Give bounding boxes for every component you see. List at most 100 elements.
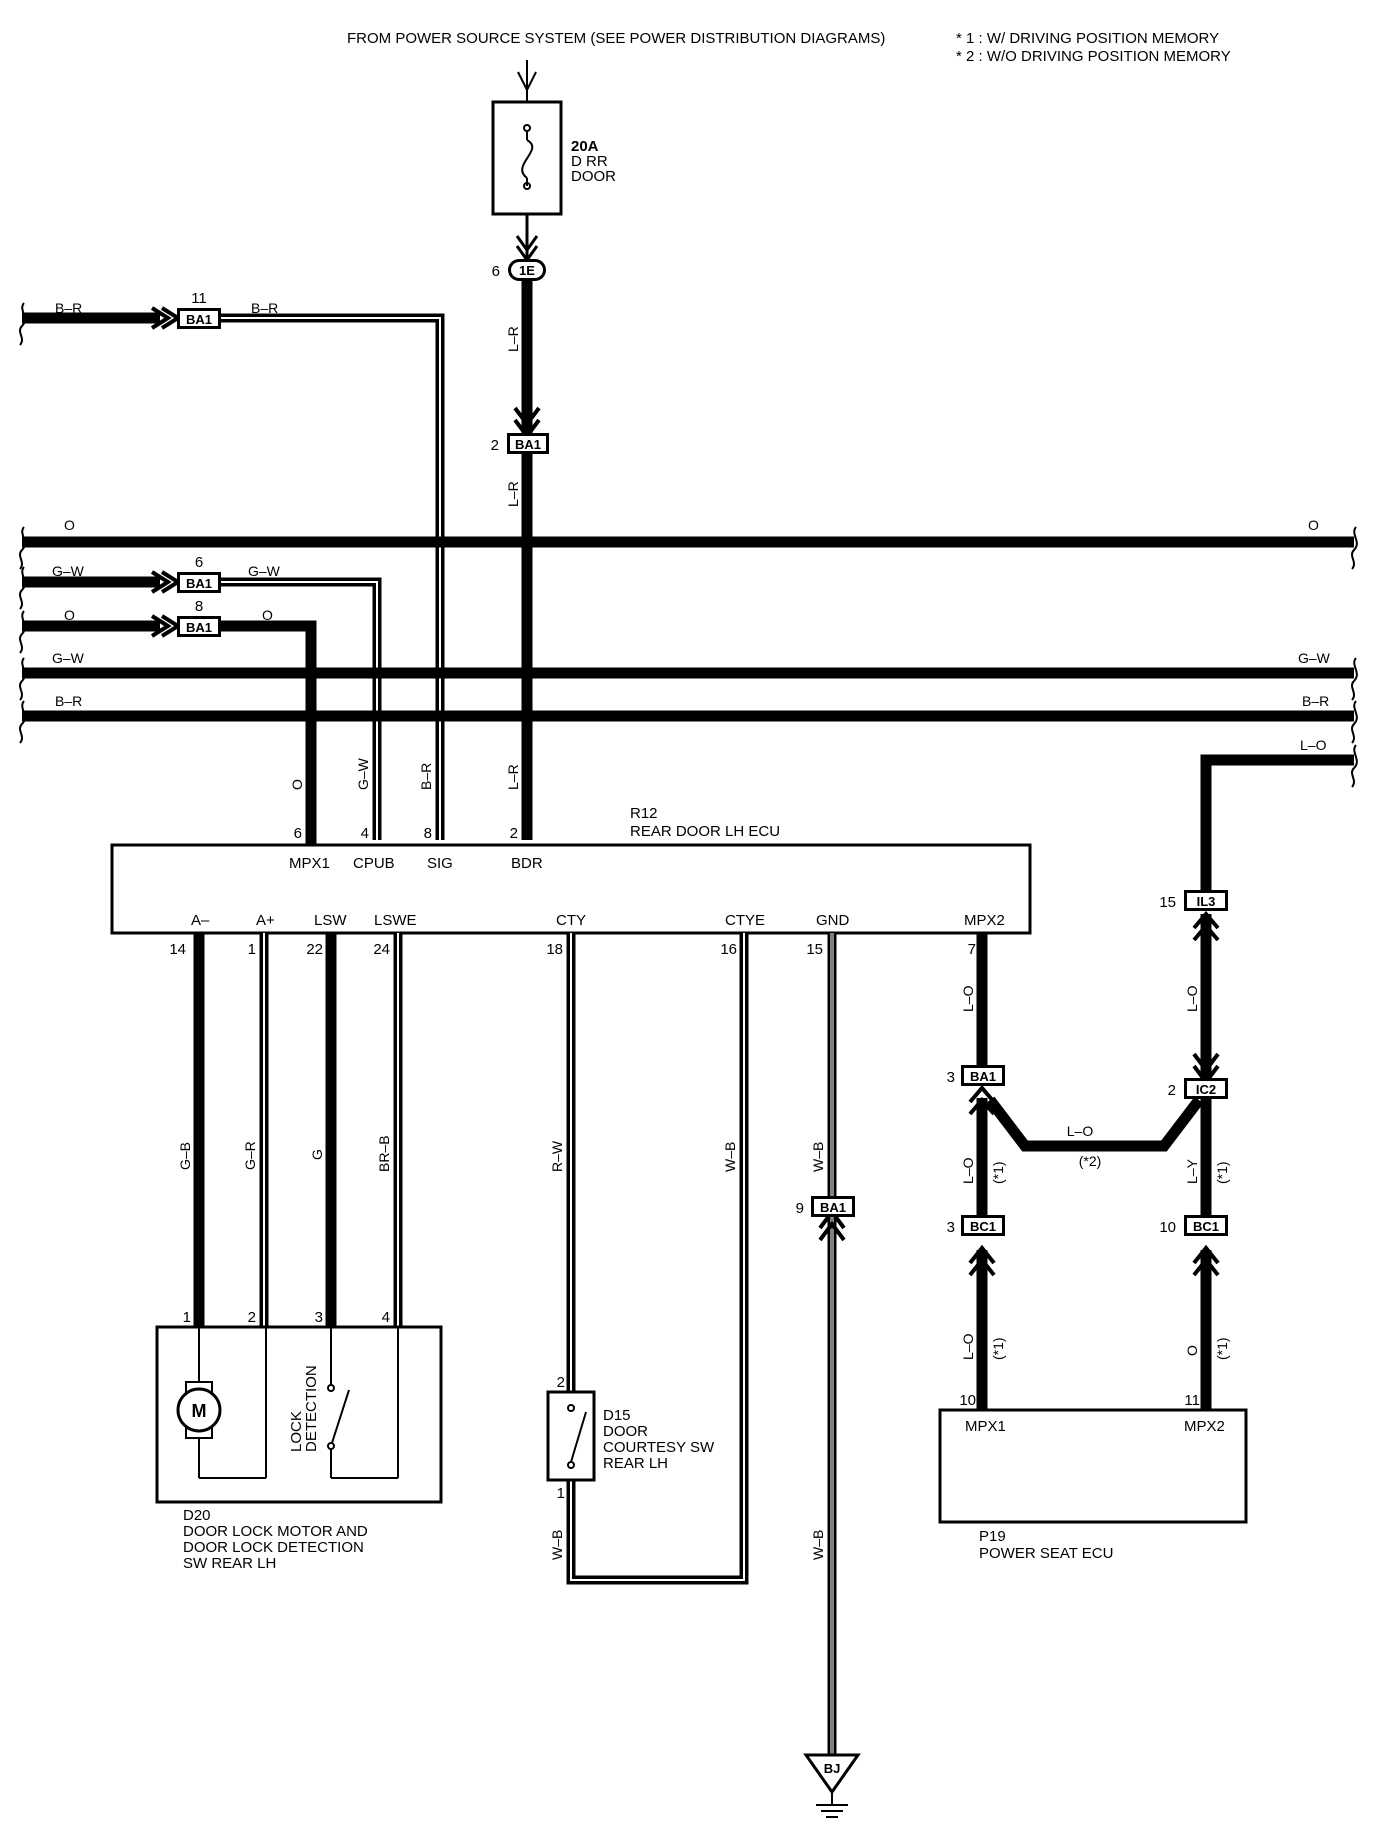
svg-text:1: 1 [248,941,256,958]
power-input-arrow [517,60,537,102]
ground-bj: BJ [803,1753,861,1818]
motor-icon: M [176,1381,222,1439]
wire-label-o-p19: O [1184,1345,1200,1356]
svg-text:M: M [192,1401,207,1421]
wire-label-o-left: O [64,517,75,533]
svg-text:2: 2 [510,825,518,842]
svg-text:22: 22 [306,941,323,958]
svg-text:CPUB: CPUB [353,855,395,872]
wire-label-g: G [309,1149,325,1160]
wire-label-gw-cpub: G–W [355,757,371,790]
svg-text:BJ: BJ [824,1761,841,1776]
wire-label-o-right: O [1308,517,1319,533]
d15-switch [546,1390,596,1482]
connector-bc1-3: BC1 [961,1215,1005,1236]
svg-text:A–: A– [191,912,210,929]
connector-ba1-11: BA1 [177,308,221,329]
wire-label-star1-b: (*1) [990,1337,1006,1360]
wire-break-right [1351,526,1358,788]
pin-1e: 6 [492,263,500,280]
svg-text:IL3: IL3 [1197,894,1216,909]
svg-text:1E: 1E [519,263,535,278]
fuse-name-2: DOOR [571,168,616,185]
wire-label-star1-c: (*1) [1214,1161,1230,1184]
wire-label-gw-full-left: G–W [52,650,85,666]
connector-ic2: IC2 [1184,1078,1228,1099]
svg-text:BC1: BC1 [970,1219,996,1234]
ecu-name: REAR DOOR LH ECU [630,823,780,840]
wire-label-o-left2: O [64,607,75,623]
fuse-rating: 20A [571,138,599,155]
svg-text:3: 3 [315,1309,323,1326]
lock-label-2: DETECTION [303,1365,320,1452]
svg-text:A+: A+ [256,912,275,929]
svg-text:MPX1: MPX1 [289,855,330,872]
d20-name-1: DOOR LOCK MOTOR AND [183,1523,368,1540]
wire-label-lo-right: L–O [1300,737,1327,753]
connector-ba1-2: BA1 [507,433,549,454]
p19-box [938,1408,1248,1524]
note-1: * 1 : W/ DRIVING POSITION MEMORY [956,30,1219,47]
ecu-code: R12 [630,805,658,822]
svg-text:6: 6 [294,825,302,842]
d20-code: D20 [183,1507,211,1524]
wire-label-brb: BR–B [376,1135,392,1172]
d20-name-2: DOOR LOCK DETECTION [183,1539,364,1556]
ecu-top-terminals: 6 MPX1 4 CPUB 8 SIG 2 BDR [289,825,543,872]
p19-name: POWER SEAT ECU [979,1545,1113,1562]
wire-label-lo-mpx2: L–O [960,985,976,1012]
wire-label-wb-gnd-2: W–B [810,1530,826,1560]
d20-pins: 1 2 3 4 [183,1309,390,1326]
note-2: * 2 : W/O DRIVING POSITION MEMORY [956,48,1231,65]
d15-name-1: DOOR [603,1423,648,1440]
wire-label-br-mid: B–R [251,300,278,316]
fuse-name-1: D RR [571,153,608,170]
wire-label-rw: R–W [549,1140,565,1172]
wire-label-lr-1: L–R [505,326,521,352]
svg-text:BA1: BA1 [970,1069,996,1084]
d20-internal [198,1327,399,1479]
wire-label-gb: G–B [177,1142,193,1170]
svg-text:16: 16 [720,941,737,958]
svg-text:LSW: LSW [314,912,347,929]
svg-text:BA1: BA1 [515,437,541,452]
wire-label-br-full-right: B–R [1302,693,1329,709]
pin-ba1-8: 8 [195,598,203,615]
pin-ba1-11: 11 [191,290,207,307]
pin-ba1-3: 3 [947,1069,955,1086]
connector-ba1-9: BA1 [811,1196,855,1217]
wire-label-wb-gnd-1: W–B [810,1142,826,1172]
svg-text:1: 1 [183,1309,191,1326]
wire-label-lr-3: L–R [505,764,521,790]
wire-label-star1-d: (*1) [1214,1337,1230,1360]
connector-ba1-3: BA1 [961,1065,1005,1086]
svg-text:4: 4 [361,825,369,842]
wire-label-star2: (*2) [1079,1153,1102,1169]
connector-ba1-6: BA1 [177,572,221,593]
wire-label-gw-mid: G–W [248,563,281,579]
wire-label-lo-star2: L–O [1067,1123,1094,1139]
svg-text:LSWE: LSWE [374,912,417,929]
wire-label-o-mid: O [262,607,273,623]
connector-il3: IL3 [1184,890,1228,911]
wire-label-star1-a: (*1) [990,1161,1006,1184]
svg-text:BA1: BA1 [820,1200,846,1215]
wire-label-lo-star1-a: L–O [960,1157,976,1184]
wire-label-gw-full-right: G–W [1298,650,1331,666]
lock-label-1: LOCK [288,1411,305,1452]
d15-pin-bottom: 1 [557,1485,565,1502]
p19-pin-2: 11 [1184,1392,1200,1409]
pin-il3: 15 [1159,894,1176,911]
svg-text:IC2: IC2 [1196,1082,1216,1097]
svg-text:BDR: BDR [511,855,543,872]
svg-text:8: 8 [424,825,432,842]
connector-ba1-8: BA1 [177,616,221,637]
wire-break-left [19,302,26,744]
d20-name-3: SW REAR LH [183,1555,276,1572]
pin-ic2: 2 [1168,1082,1176,1099]
pin-ba1-2: 2 [491,437,499,454]
svg-text:BA1: BA1 [186,312,212,327]
p19-term-2: MPX2 [1184,1418,1225,1435]
wire-label-br-left: B–R [55,300,82,316]
svg-text:BA1: BA1 [186,576,212,591]
